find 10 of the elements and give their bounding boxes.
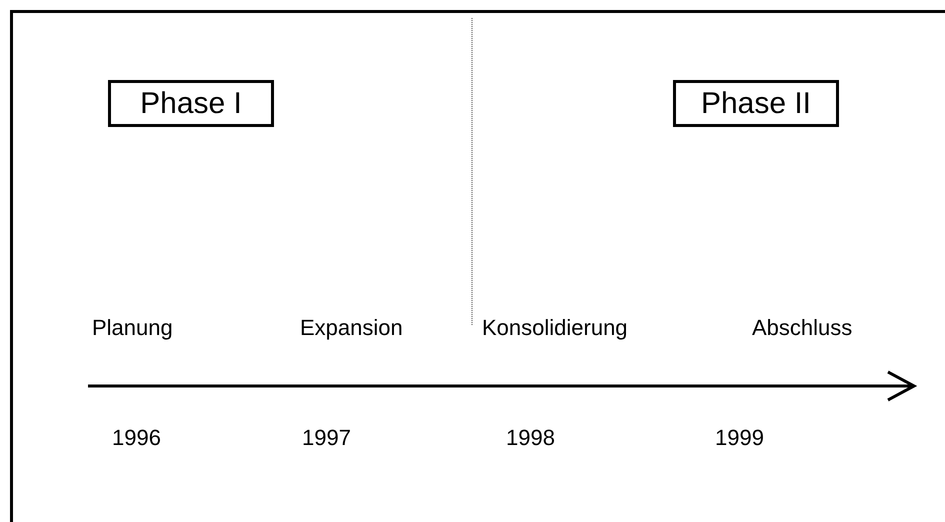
phase-box: Phase II xyxy=(673,80,839,127)
year-label: 1997 xyxy=(302,424,351,452)
stage-label: Konsolidierung xyxy=(482,314,628,342)
stage-label: Expansion xyxy=(300,314,403,342)
year-label: 1999 xyxy=(715,424,764,452)
year-label: 1996 xyxy=(112,424,161,452)
year-label: 1998 xyxy=(506,424,555,452)
stage-label: Planung xyxy=(92,314,173,342)
phase-box: Phase I xyxy=(108,80,274,127)
stage-label: Abschluss xyxy=(752,314,852,342)
